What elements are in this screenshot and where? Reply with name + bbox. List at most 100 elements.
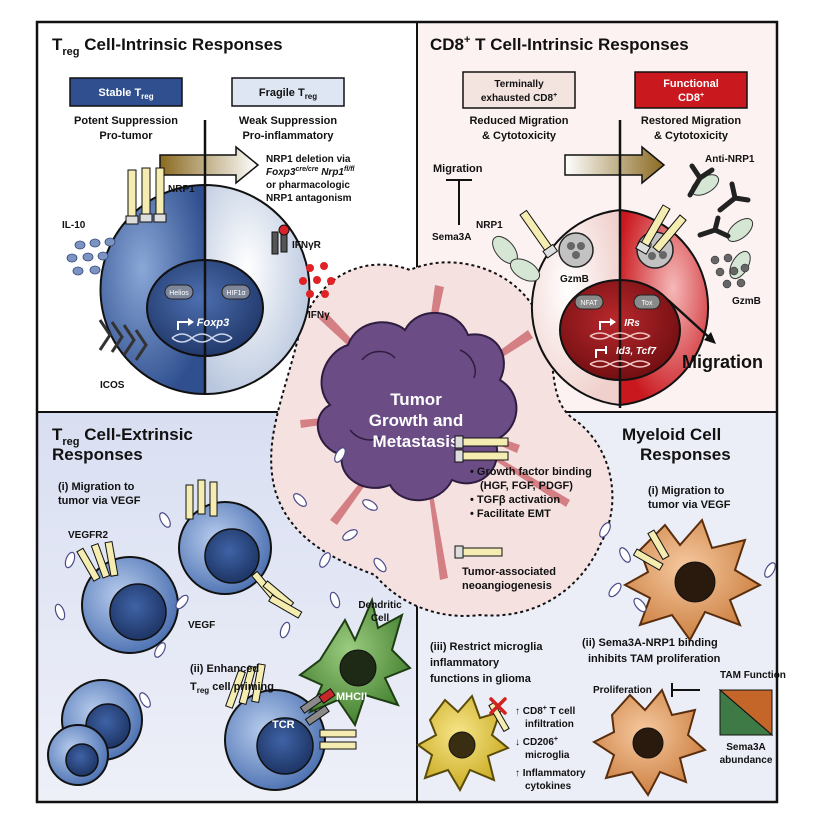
icos-receptors	[98, 319, 148, 361]
myeloid-vegf-particles	[599, 522, 776, 613]
myeloid-iii-2: inflammatory	[430, 657, 500, 669]
effect-1-line-1: ↑ CD8+ T cell	[515, 705, 575, 717]
tme-bullet-3: • Facilitate EMT	[470, 508, 551, 520]
functional-label-1: Functional	[663, 78, 719, 90]
myeloid-iii-3: functions in glioma	[430, 673, 532, 685]
tam-top-nucleus	[674, 561, 716, 603]
treg-transition-arrow	[159, 145, 260, 185]
tox-label: Tox	[642, 300, 653, 307]
effect-2-line-1: ↓ CD206+	[515, 736, 558, 748]
gzmb-outer-label: GzmB	[732, 296, 761, 307]
treg-cell-primed	[224, 689, 326, 791]
migration-small-label: Migration	[433, 163, 483, 175]
effect-3-line-1: ↑ Inflammatory	[515, 768, 586, 779]
tumor-label-2: Growth and	[369, 411, 463, 430]
myeloid-iii-1: (iii) Restrict microglia	[430, 641, 543, 653]
sema3a-triangle	[719, 688, 774, 736]
br-title-1: Myeloid Cell	[622, 425, 721, 444]
ifngr-label: IFNγR	[292, 240, 322, 251]
treg-nrp1-label: NRP1	[168, 184, 195, 195]
deletion-line-4: NRP1 antagonism	[266, 193, 352, 204]
effect-3-line-2: cytokines	[525, 781, 572, 792]
migration-big-label: Migration	[682, 352, 763, 372]
stable-treg-label: Stable Treg	[98, 87, 153, 101]
exhausted-desc-1: Reduced Migration	[469, 115, 568, 127]
il10-dots	[66, 237, 116, 276]
tam-vegfr-receptors	[632, 529, 670, 571]
fragile-treg-box	[231, 77, 345, 107]
treg-cell-bl-2	[178, 501, 272, 595]
functional-desc-1: Restored Migration	[641, 115, 742, 127]
exhausted-desc-2: & Cytotoxicity	[482, 130, 557, 142]
cd8-nrp1-receptors	[519, 204, 687, 259]
tme-bullet-1b: (HGF, FGF, PDGF)	[480, 480, 573, 492]
nfat-label: NFAT	[580, 300, 598, 307]
icos-label: ICOS	[100, 380, 125, 391]
figure-border	[35, 20, 779, 804]
hif1a-factor	[221, 284, 251, 300]
tr-title: CD8+ T Cell-Intrinsic Responses	[430, 34, 689, 54]
tcr-mhcii-complex	[299, 688, 336, 726]
dc-label-1: Dendritic	[358, 600, 402, 611]
vegf-label: VEGF	[188, 620, 215, 631]
angio-line-1: Tumor-associated	[462, 566, 556, 578]
nfat-factor	[574, 294, 604, 310]
fragile-desc-1: Weak Suppression	[239, 115, 337, 127]
fragile-desc-2: Pro-inflammatory	[242, 130, 334, 142]
anti-nrp1-antibodies	[687, 163, 751, 239]
tam-function-label: TAM Function	[720, 670, 786, 681]
treg-ext-ii-2: Treg cell priming	[190, 681, 274, 695]
cd8-transition-arrow	[564, 145, 666, 185]
treg-cell-bl-1	[81, 556, 179, 654]
effect-1-line-2: infiltration	[525, 719, 574, 730]
functional-desc-2: & Cytotoxicity	[654, 130, 729, 142]
dc-nucleus	[339, 649, 377, 687]
treg-ext-ii-1: (ii) Enhanced	[190, 663, 259, 675]
tcr-label: TCR	[272, 719, 295, 731]
angio-line-2: neoangiogenesis	[462, 580, 552, 592]
effect-2-line-2: microglia	[525, 750, 570, 761]
myeloid-i-2: tumor via VEGF	[648, 499, 731, 511]
gzmb-dots	[710, 253, 750, 289]
exhausted-cd8-box	[462, 71, 576, 109]
exhausted-label-1: Terminally	[494, 79, 544, 90]
exhausted-label-2: exhausted CD8+	[481, 92, 557, 104]
helios-label: Helios	[169, 290, 189, 297]
il10-label: IL-10	[62, 220, 86, 231]
vegfr2-receptors	[76, 479, 357, 750]
mhcii-label: MHCII	[336, 691, 367, 703]
bl-title-2: Responses	[52, 445, 143, 464]
hif1a-label: HIF1α	[226, 290, 245, 297]
tme-nrp1-receptors	[454, 435, 509, 559]
myeloid-ii-1: (ii) Sema3A-NRP1 binding	[582, 637, 718, 649]
sema3a-abund-1: Sema3A	[726, 742, 765, 753]
cd8-nrp1-label: NRP1	[476, 220, 503, 231]
gzmb-granule-left	[558, 232, 594, 268]
treg-ext-i-2: tumor via VEGF	[58, 495, 141, 507]
deletion-line-2: Foxp3cre/cre Nrp1fl/fl	[266, 166, 356, 178]
treg-ext-i-1: (i) Migration to	[58, 481, 135, 493]
gzmb-inner-label: GzmB	[560, 274, 589, 285]
ifng-dots	[299, 262, 335, 298]
bl-title-1: Treg Cell-Extrinsic	[52, 425, 193, 448]
vegfr2-label: VEGFR2	[68, 530, 108, 541]
deletion-line-1: NRP1 deletion via	[266, 154, 351, 165]
migration-arrow	[667, 299, 713, 341]
tumor-label-1: Tumor	[390, 390, 442, 409]
microglia-nucleus	[448, 731, 476, 759]
myeloid-ii-2: inhibits TAM proliferation	[588, 653, 721, 665]
irs-label: IRs	[624, 318, 640, 329]
ifng-label: IFNγ	[308, 310, 330, 321]
proliferation-label: Proliferation	[593, 685, 652, 696]
stable-desc-2: Pro-tumor	[99, 130, 153, 142]
helios-factor	[164, 284, 194, 300]
stable-treg-box	[69, 77, 183, 107]
tumor-label-3: Metastasis	[373, 432, 460, 451]
treg-cell-bl-4	[47, 724, 109, 786]
br-title-2: Responses	[640, 445, 731, 464]
anti-nrp1-label: Anti-NRP1	[705, 154, 755, 165]
sema3a-label: Sema3A	[432, 232, 471, 243]
tme-bullet-2: • TGFβ activation	[470, 494, 560, 506]
dc-label-2: Cell	[371, 613, 390, 624]
